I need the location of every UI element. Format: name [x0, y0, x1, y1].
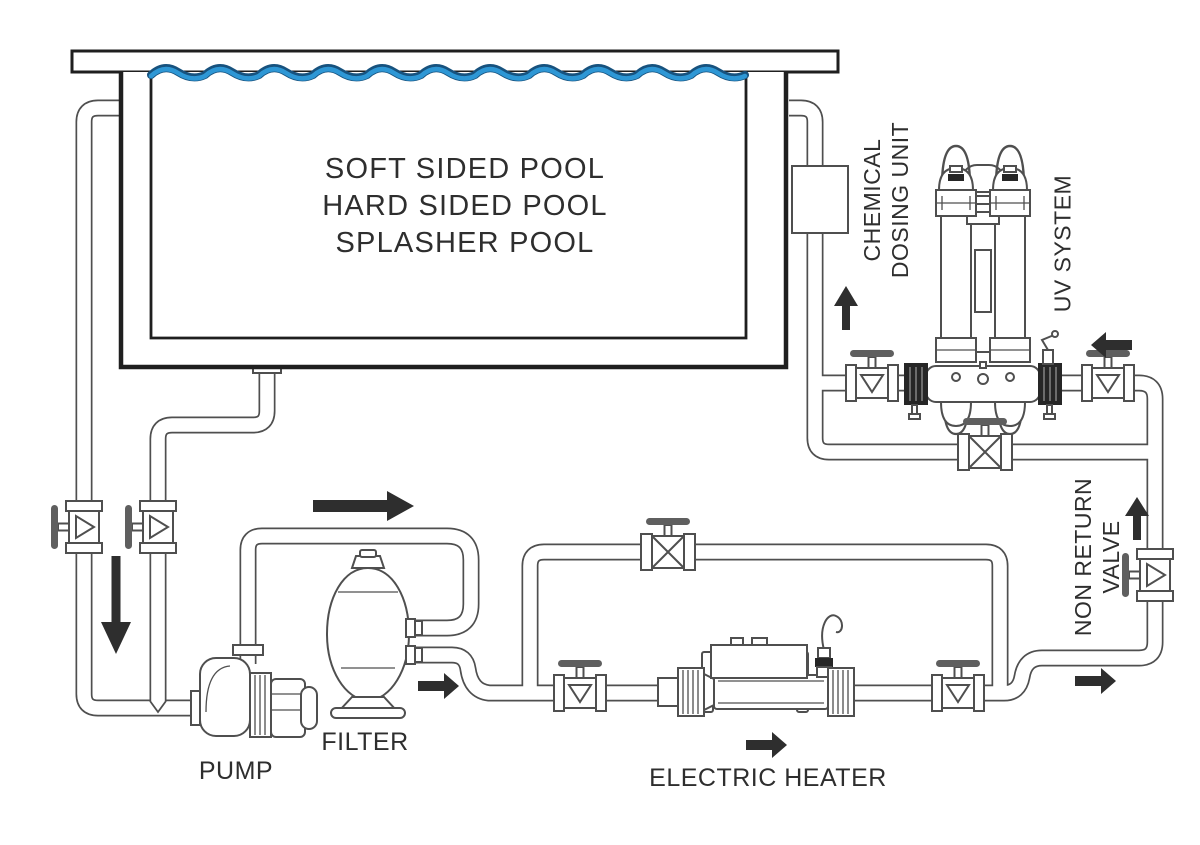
- water-surface: [147, 64, 749, 82]
- pool-label: SOFT SIDED POOL HARD SIDED POOL SPLASHER…: [165, 151, 765, 262]
- pump-discharge-flow-arrow: [313, 491, 414, 521]
- uv-inlet-flow-arrow: [1091, 332, 1132, 358]
- drain-pipe-tip: [149, 700, 167, 714]
- return-flow-arrow: [834, 286, 858, 330]
- sand-filter: [325, 549, 423, 719]
- non-return-valve-label: NON RETURN VALVE: [1069, 467, 1125, 647]
- chemical-dosing-label-line-2: DOSING UNIT: [887, 121, 913, 279]
- uv-outlet-isolation-valve: [845, 349, 899, 402]
- heater-union-nut-left: [657, 677, 679, 707]
- heater-knob: [730, 637, 744, 646]
- pump-label: PUMP: [198, 757, 274, 785]
- filter-lid: [350, 555, 386, 569]
- suction-ball-valve-1: [50, 500, 103, 554]
- suction-flow-arrow: [101, 556, 131, 654]
- filter-label: FILTER: [321, 728, 409, 756]
- heater-knob-2: [751, 637, 768, 646]
- nrv-label-line-1: NON RETURN: [1070, 477, 1096, 637]
- pool-label-line-1: SOFT SIDED POOL: [324, 153, 606, 185]
- electric-heater-label: ELECTRIC HEATER: [649, 764, 887, 792]
- heater-outlet-flow-arrow: [1075, 668, 1116, 694]
- chemical-dosing-unit-label: CHEMICAL DOSING UNIT: [858, 100, 914, 300]
- pump-volute: [199, 657, 251, 737]
- pool-inner-wall: [149, 72, 748, 340]
- filter-outlet-port: [405, 645, 416, 665]
- heater-union-right: [827, 667, 855, 717]
- heater-outlet-valve: [931, 659, 985, 712]
- electric-heater: [657, 614, 855, 717]
- pool-label-line-2: HARD SIDED POOL: [322, 190, 608, 222]
- non-return-valve: [1121, 548, 1174, 602]
- pump-inlet-flange: [190, 690, 201, 726]
- filter-tank: [325, 566, 411, 703]
- chemical-dosing-label-line-1: CHEMICAL: [859, 138, 885, 262]
- uv-sight-window: [974, 249, 992, 313]
- nrv-label-line-2: VALVE: [1098, 520, 1124, 594]
- pump-discharge-flange: [232, 644, 264, 656]
- uv-relief-valve: [1040, 330, 1059, 365]
- heater-body: [713, 674, 829, 710]
- chemical-dosing-unit: [791, 165, 849, 234]
- riser-flow-arrow: [1125, 497, 1149, 540]
- uv-system-label: UV SYSTEM: [1049, 174, 1076, 313]
- uv-chamber-left: [940, 211, 972, 341]
- pump: [190, 644, 318, 738]
- uv-inlet-isolation-valve: [1081, 349, 1135, 402]
- pool-outer-wall: [118, 72, 789, 370]
- filter-inlet-port: [405, 618, 416, 638]
- heater-thermostat-band: [815, 658, 833, 667]
- heater-cable-hook: [821, 614, 843, 651]
- pump-motor-cap: [300, 686, 318, 730]
- suction-ball-valve-2: [124, 500, 177, 554]
- uv-system: [904, 144, 1062, 436]
- pool-rim: [70, 49, 840, 74]
- flow-arrows: [101, 286, 1149, 758]
- heater-inlet-valve: [553, 659, 607, 712]
- uv-chamber-right: [994, 211, 1026, 341]
- heater-flow-arrow: [746, 732, 787, 758]
- pipe-network: [75, 99, 1164, 717]
- pump-motor: [270, 678, 306, 738]
- filter-outlet-flow-arrow: [418, 673, 459, 699]
- pool: [70, 49, 840, 370]
- filter-base: [330, 707, 406, 719]
- pool-label-line-3: SPLASHER POOL: [335, 227, 595, 259]
- heater-control-box: [710, 644, 808, 679]
- heater-bypass-gate-valve: [640, 517, 696, 571]
- heater-union-left: [677, 667, 705, 717]
